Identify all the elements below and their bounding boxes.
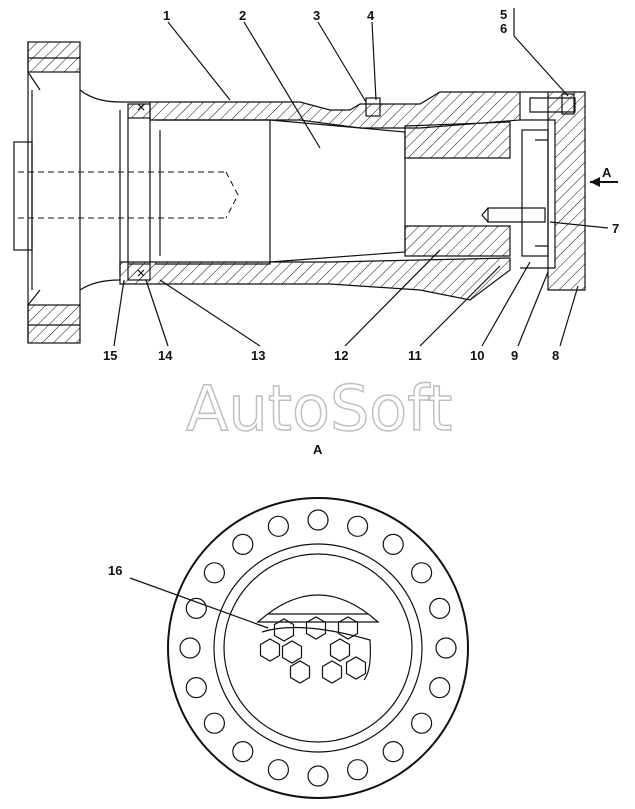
bolt-hole-ring xyxy=(179,509,457,787)
flange-bottom-section xyxy=(27,304,81,344)
bolt-lower xyxy=(481,207,546,223)
bolt-hole xyxy=(179,637,201,659)
bolt-hole xyxy=(429,676,451,699)
bolt-hole xyxy=(267,759,289,781)
callout-11: 11 xyxy=(408,348,422,363)
bolt-hole xyxy=(382,533,404,556)
body-top-wall xyxy=(120,91,521,129)
leader-10 xyxy=(481,261,531,347)
callout-5: 5 xyxy=(500,7,507,22)
leader-2 xyxy=(243,21,321,149)
callout-7: 7 xyxy=(612,221,619,236)
leader-4 xyxy=(371,21,377,101)
end-view-title: A xyxy=(313,442,323,457)
hex-nut xyxy=(337,616,359,640)
hub-lower xyxy=(404,225,511,257)
bolt-hole xyxy=(411,712,433,734)
bolt-hole xyxy=(185,597,207,620)
bolt-hole xyxy=(232,533,254,556)
bolt-hole xyxy=(382,740,404,763)
hex-nut xyxy=(329,638,351,662)
tapered-cone xyxy=(269,119,406,263)
cavity-ribs xyxy=(535,139,548,247)
hub-upper xyxy=(404,121,511,159)
bolt-upper xyxy=(529,97,576,113)
leader-13 xyxy=(159,279,261,347)
end-cover xyxy=(547,91,586,291)
leader-14 xyxy=(145,279,169,347)
bolt-hole xyxy=(411,562,433,584)
hex-nut-cluster xyxy=(259,616,367,684)
callout-13: 13 xyxy=(251,348,265,363)
hex-nut xyxy=(321,660,343,684)
callout-8: 8 xyxy=(552,348,559,363)
bolt-hole xyxy=(429,597,451,620)
end-cover-outline xyxy=(520,91,549,269)
callout-10: 10 xyxy=(470,348,484,363)
leader-1 xyxy=(167,21,231,101)
bearing-balls xyxy=(137,103,145,277)
hex-nut xyxy=(281,640,303,664)
bolt-hole xyxy=(347,515,369,537)
bearing-top xyxy=(127,103,151,119)
bolt-head-upper xyxy=(561,93,575,115)
leader-12 xyxy=(344,249,441,347)
callout-9: 9 xyxy=(511,348,518,363)
callout-12: 12 xyxy=(334,348,348,363)
section-view: 1 2 3 4 5 6 7 8 9 10 11 12 13 14 15 A xyxy=(13,7,619,363)
callout-6: 6 xyxy=(500,21,507,36)
leader-8 xyxy=(559,285,579,347)
inner-cavity xyxy=(521,129,549,257)
dome-cap xyxy=(256,594,380,623)
flange-outline xyxy=(27,42,81,343)
leader-5-6 xyxy=(513,8,569,97)
plug-screw xyxy=(365,97,381,117)
hex-nut xyxy=(289,660,311,684)
hex-nut xyxy=(273,618,295,642)
bolt-hole xyxy=(185,676,207,699)
hex-nut xyxy=(345,656,367,680)
leader-9 xyxy=(517,271,549,347)
leader-11 xyxy=(419,265,501,347)
bolt-hole xyxy=(435,637,457,659)
body-bottom-wall xyxy=(119,257,511,301)
outer-flange-circle xyxy=(167,497,469,799)
inner-sleeve xyxy=(155,119,271,265)
bolt-hole xyxy=(347,759,369,781)
callout-3: 3 xyxy=(313,8,320,23)
hidden-bore-lines xyxy=(18,171,239,219)
callout-15: 15 xyxy=(103,348,117,363)
flange-face xyxy=(27,71,41,306)
flange-neck xyxy=(79,89,121,291)
end-view: 16 xyxy=(108,497,469,799)
bolt-hole xyxy=(232,740,254,763)
callout-14: 14 xyxy=(158,348,173,363)
bearing-lines xyxy=(119,110,151,276)
watermark: AutoSoft xyxy=(186,372,452,445)
bolt-hole xyxy=(267,515,289,537)
hex-nut xyxy=(305,616,327,640)
callout-1: 1 xyxy=(163,8,170,23)
hex-nut xyxy=(259,638,281,662)
bolt-hole xyxy=(203,562,225,584)
callout-16: 16 xyxy=(108,563,122,578)
callout-4: 4 xyxy=(367,8,375,23)
bolt-hole xyxy=(203,712,225,734)
lock-wire xyxy=(261,626,371,681)
leader-7 xyxy=(549,221,609,229)
leader-15 xyxy=(113,279,125,347)
bolt-hole xyxy=(307,509,329,531)
view-arrow-head xyxy=(590,177,600,187)
callout-2: 2 xyxy=(239,8,246,23)
shaft-end xyxy=(13,141,33,251)
bearing-bottom xyxy=(127,263,151,281)
cover-circle xyxy=(223,553,413,743)
leader-3 xyxy=(317,21,367,103)
flange-top-section xyxy=(27,41,81,73)
bolt-hole xyxy=(307,765,329,787)
leader-16 xyxy=(129,577,269,629)
inner-recess-circle xyxy=(213,543,423,753)
view-arrow-label: A xyxy=(602,165,612,180)
